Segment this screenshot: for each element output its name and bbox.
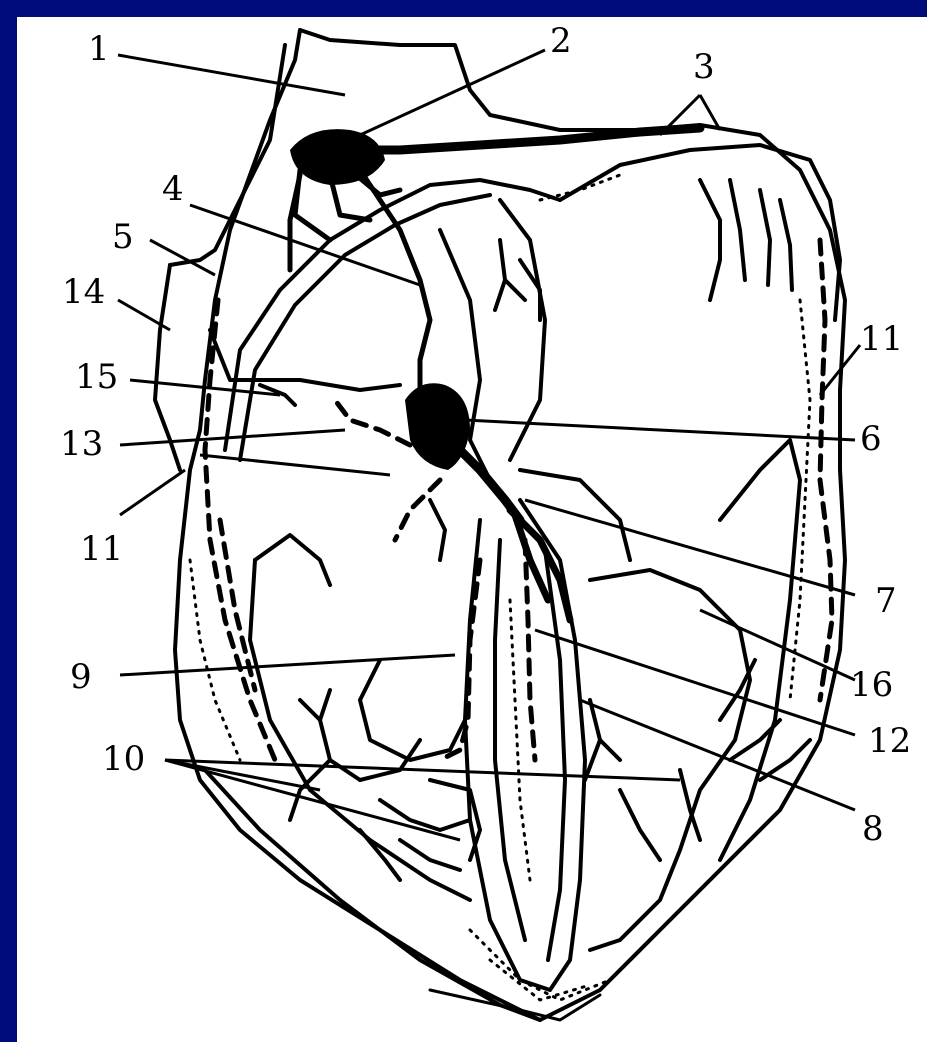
label-11-right: 11 xyxy=(860,319,903,359)
label-9: 9 xyxy=(70,657,92,697)
label-16: 16 xyxy=(850,665,893,705)
leader-line-13b xyxy=(200,455,390,475)
label-15: 15 xyxy=(75,357,118,397)
leader-lines xyxy=(118,50,860,840)
leader-line-9 xyxy=(120,655,455,675)
label-11-left: 11 xyxy=(80,529,123,569)
label-6: 6 xyxy=(860,419,882,459)
heart-outline xyxy=(155,30,845,1020)
label-12: 12 xyxy=(868,721,911,761)
label-14: 14 xyxy=(62,272,105,312)
leader-line-16 xyxy=(700,610,855,680)
label-1: 1 xyxy=(88,29,110,69)
label-10: 10 xyxy=(102,739,145,779)
label-13: 13 xyxy=(60,424,103,464)
leader-line-1 xyxy=(118,55,345,95)
leader-line-7 xyxy=(525,500,855,595)
label-2: 2 xyxy=(550,21,572,61)
label-4: 4 xyxy=(162,169,184,209)
label-5: 5 xyxy=(112,217,134,257)
leader-line-11a xyxy=(120,470,185,515)
label-8: 8 xyxy=(862,809,884,849)
leader-line-10c xyxy=(165,760,680,780)
label-7: 7 xyxy=(875,581,897,621)
leader-line-13a xyxy=(120,430,345,445)
leader-line-10b xyxy=(165,760,460,840)
leader-line-4 xyxy=(190,205,420,285)
label-3: 3 xyxy=(693,47,715,87)
